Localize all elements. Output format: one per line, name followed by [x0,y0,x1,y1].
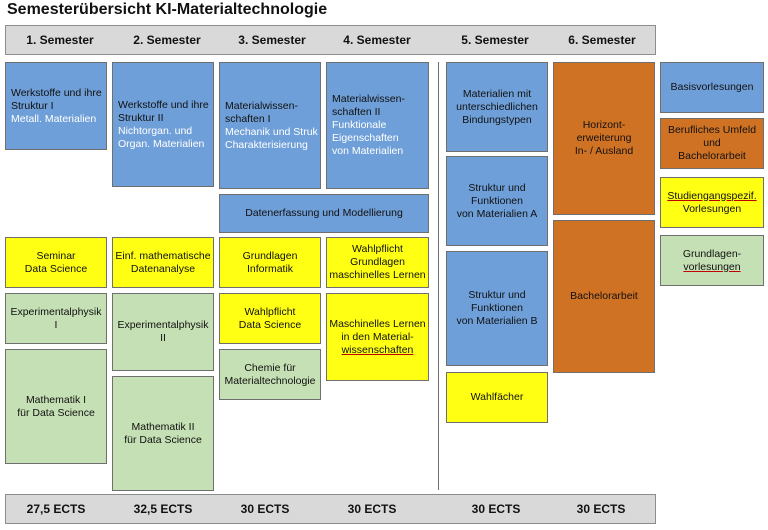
module-materialwissenschaften-1: Materialwissen- schaften I Mechanik und … [219,62,321,189]
module-bindungstypen: Materialien mit unterschiedlichen Bindun… [446,62,548,152]
semester-5-label: 5. Semester [461,33,529,47]
ects-semester-4: 30 ECTS [347,502,397,516]
module-mathematische-datenanalyse: Einf. mathematische Datenanalyse [112,237,214,288]
module-wahlpflicht-maschinelles-lernen: Wahlpflicht Grundlagen maschinelles Lern… [326,237,429,288]
semester-4-label: 4. Semester [343,33,411,47]
module-grundlagen-informatik: Grundlagen Informatik [219,237,321,288]
module-mathematik-2: Mathematik II für Data Science [112,376,214,491]
ects-semester-3: 30 ECTS [240,502,290,516]
module-horizonterweiterung: Horizont- erweiterung In- / Ausland [553,62,655,215]
module-experimentalphysik-1: Experimentalphysik I [5,293,107,344]
ects-footer-bar [5,494,656,524]
semester-6-label: 6. Semester [568,33,636,47]
legend-basisvorlesungen: Basisvorlesungen [660,62,764,113]
module-werkstoffe-struktur-2: Werkstoffe und ihre Struktur II Nichtorg… [112,62,214,187]
module-experimentalphysik-2: Experimentalphysik II [112,293,214,371]
semester-1-label: 1. Semester [26,33,94,47]
ects-semester-5: 30 ECTS [471,502,521,516]
module-bachelorarbeit: Bachelorarbeit [553,220,655,373]
module-struktur-funktionen-a: Struktur und Funktionen von Materialien … [446,156,548,246]
ects-semester-6: 30 ECTS [576,502,626,516]
module-maschinelles-lernen-materialwissenschaften: Maschinelles Lernen in den Material- wis… [326,293,429,381]
module-chemie-materialtechnologie: Chemie für Materialtechnologie [219,349,321,400]
page-title: Semesterübersicht KI-Materialtechnologie [7,1,328,18]
module-datenerfassung-modellierung: Datenerfassung und Modellierung [219,194,429,233]
module-struktur-funktionen-b: Struktur und Funktionen von Materialien … [446,251,548,366]
module-mathematik-1: Mathematik I für Data Science [5,349,107,464]
year-separator-line [438,62,439,490]
module-wahlfaecher: Wahlfächer [446,372,548,423]
module-wahlpflicht-data-science: Wahlpflicht Data Science [219,293,321,344]
legend-berufliches-umfeld: Berufliches Umfeld und Bachelorarbeit [660,118,764,169]
semester-header-bar [5,25,656,55]
semester-3-label: 3. Semester [238,33,306,47]
module-materialwissenschaften-2: Materialwissen- schaften II Funktionale … [326,62,429,189]
module-werkstoffe-struktur-1: Werkstoffe und ihre Struktur I Metall. M… [5,62,107,150]
module-seminar-data-science: Seminar Data Science [5,237,107,288]
legend-grundlagenvorlesungen: Grundlagen- vorlesungen [660,235,764,286]
ects-semester-2: 32,5 ECTS [133,502,193,516]
legend-studiengangspezifische-vorlesungen: Studiengangspezif. Vorlesungen [660,177,764,228]
semester-2-label: 2. Semester [133,33,201,47]
ects-semester-1: 27,5 ECTS [26,502,86,516]
